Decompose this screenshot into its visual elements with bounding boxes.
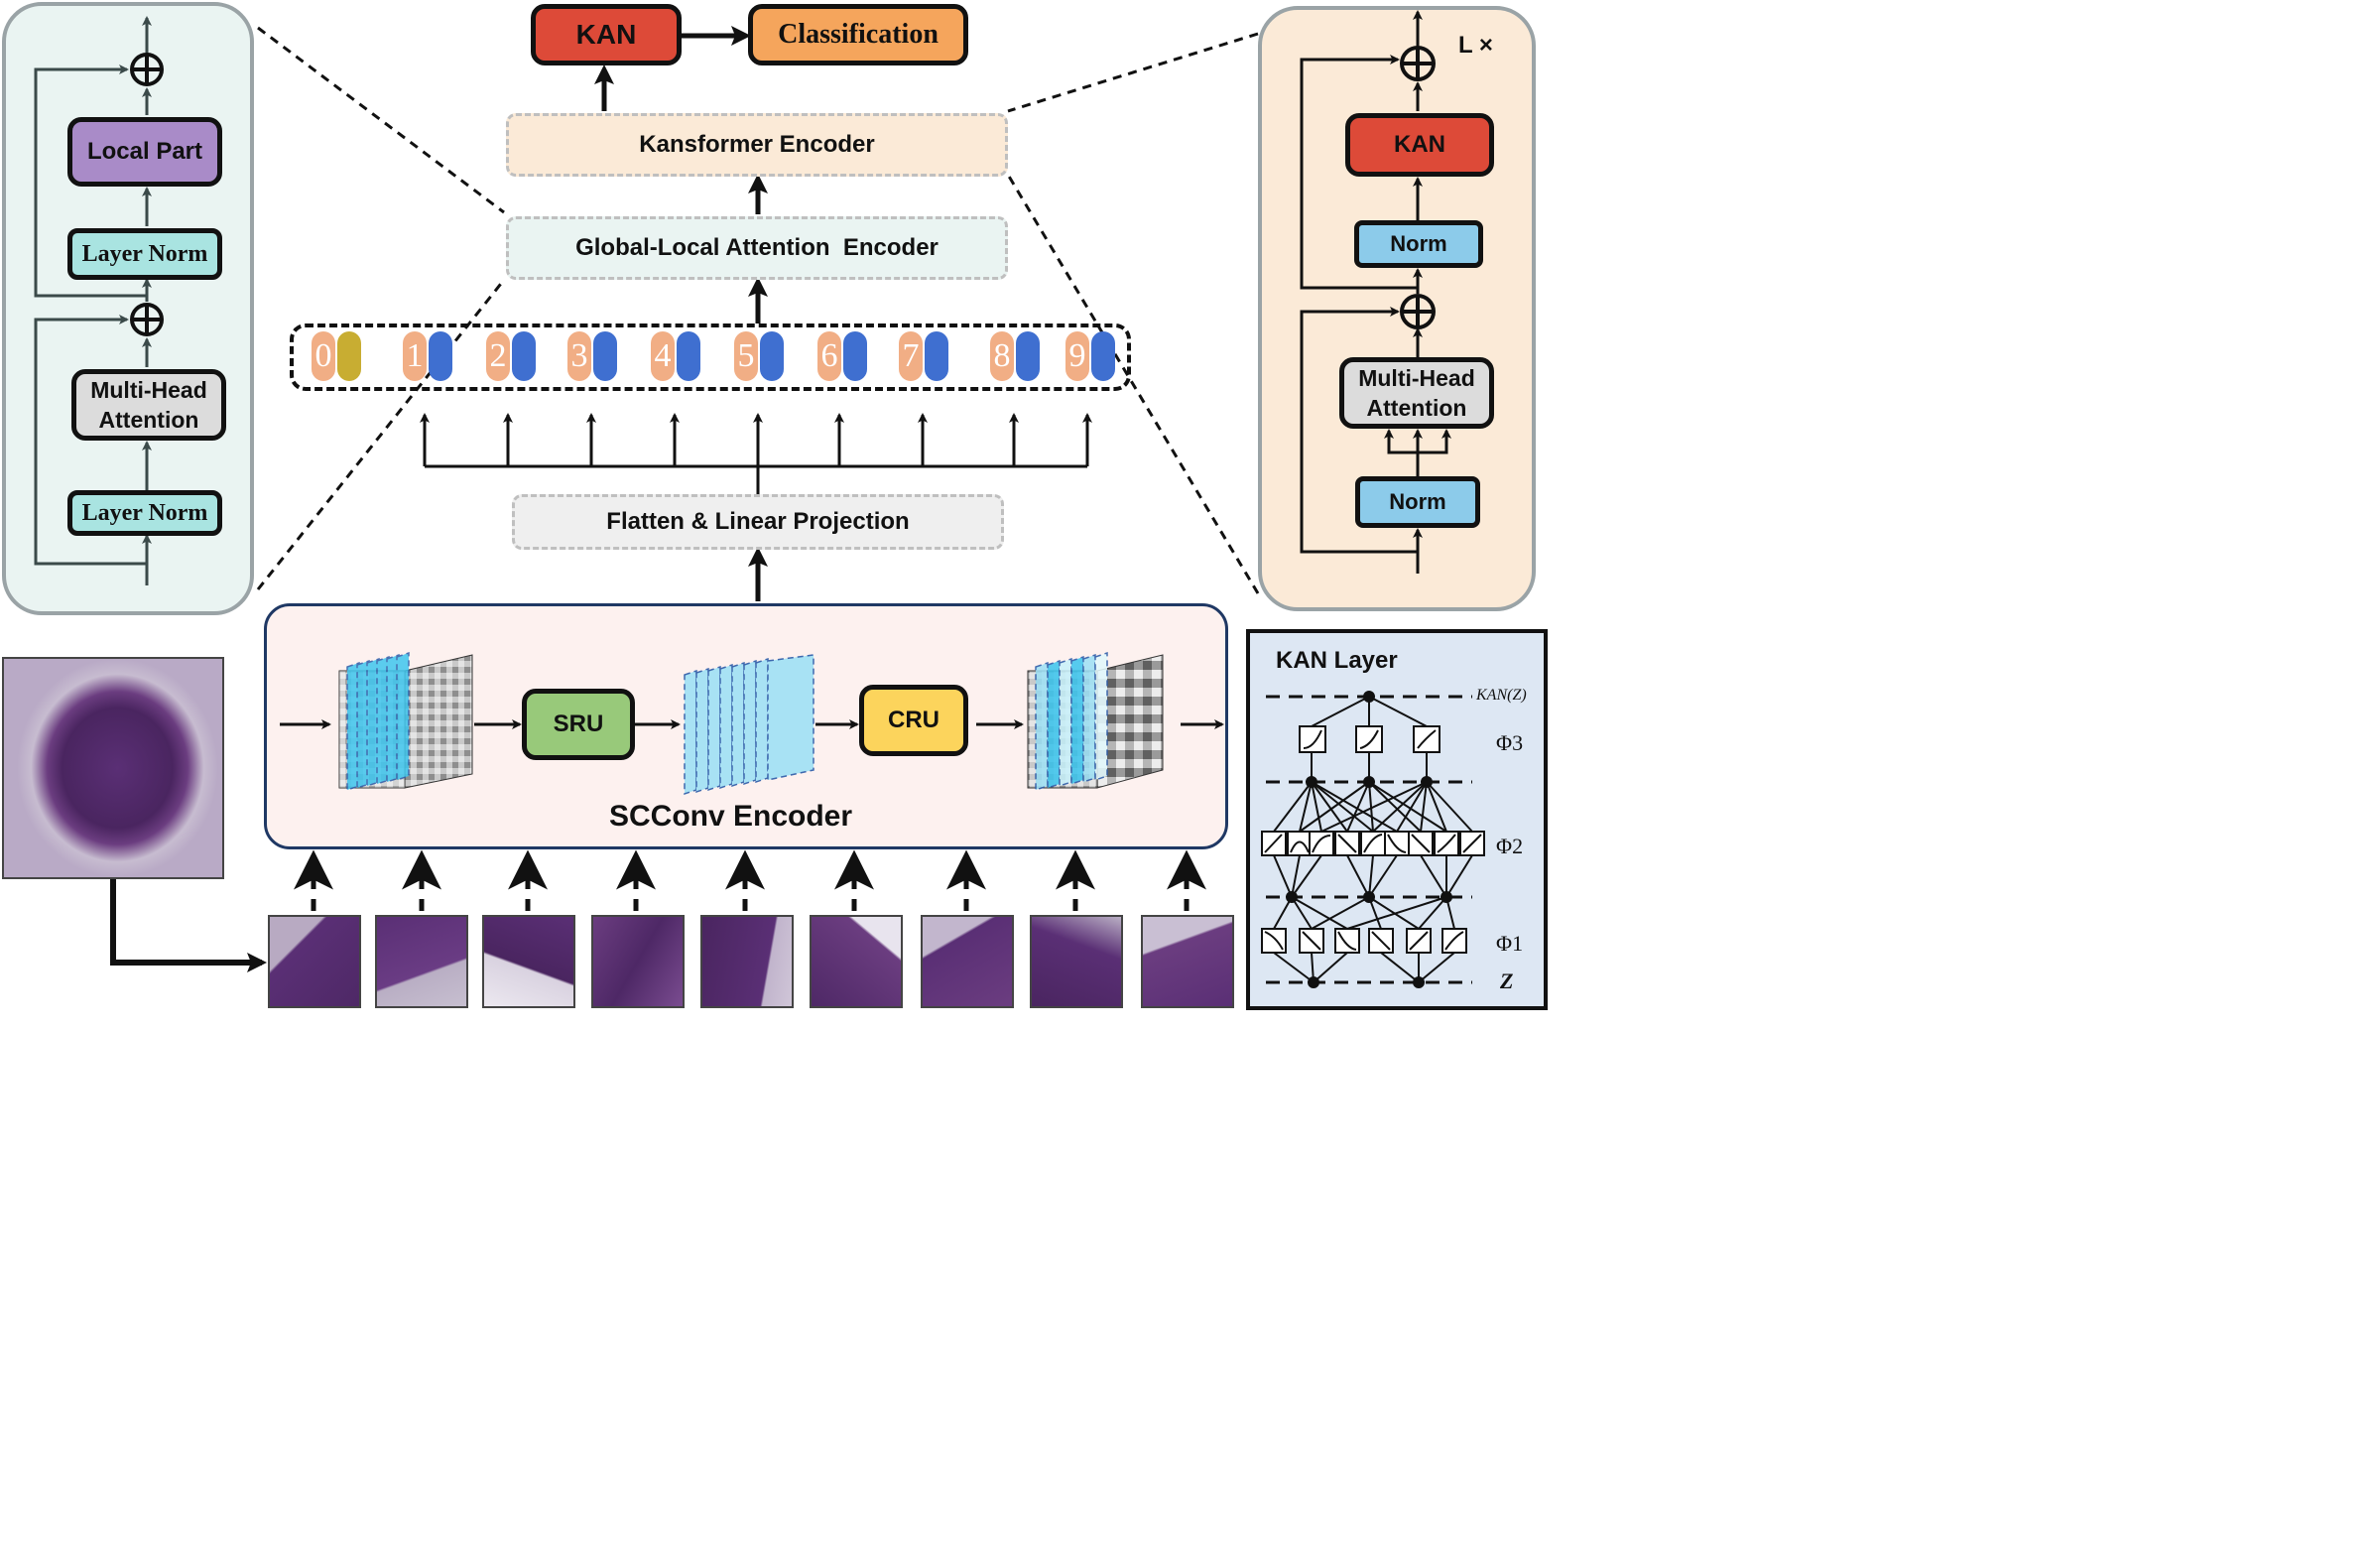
token-position-1: 1 [403,331,427,381]
feature-cube-input-slices [346,651,410,792]
left-panel-wiring [34,16,152,585]
token-position-4: 4 [651,331,675,381]
layer-norm-bottom-box: Layer Norm [67,490,222,536]
patch-token-9 [1091,331,1115,381]
flatten-linear-projection-box: Flatten & Linear Projection [512,494,1004,550]
kan-phi2-label: Φ2 [1496,834,1524,858]
token-position-3: 3 [567,331,591,381]
patch-token-7 [925,331,948,381]
image-to-patches-arrow [110,879,267,972]
right-norm-bottom-box: Norm [1355,476,1480,528]
cru-box: CRU [859,685,968,756]
patch-token-4 [677,331,700,381]
classification-box: Classification [748,4,968,65]
kan-activation-boxes [1261,725,1485,954]
patch-token-2 [512,331,536,381]
kan-phi2-links [1273,781,1473,833]
kan-layer-network [1266,691,1473,988]
image-patch-2 [375,915,468,1008]
token-feed-arrows [420,413,1092,494]
scconv-encoder-title: SCConv Encoder [609,800,853,833]
repeat-count-label: L × [1458,32,1493,59]
kan-input-label: Z [1500,968,1514,993]
patch-token-1 [429,331,452,381]
main-flow-arrows [594,26,768,601]
feature-cube-output-slices [1035,651,1108,792]
left-panel-adders [130,53,164,336]
layer-norm-top-box: Layer Norm [67,228,222,280]
kan-output-box: KAN [531,4,682,65]
kan-phi2-to-mid [1273,854,1473,898]
zoom-guides [256,26,1260,594]
image-patch-7 [921,915,1014,1008]
image-patch-4 [591,915,685,1008]
image-patch-5 [700,915,794,1008]
kan-layer-title: KAN Layer [1276,647,1398,674]
phi3-activations [1299,725,1441,753]
token-position-5: 5 [734,331,758,381]
sru-box: SRU [522,689,635,760]
phi2-activations [1261,831,1485,856]
input-cell-image [2,657,224,879]
global-local-attention-encoder-box: Global-Local Attention Encoder [506,216,1008,280]
right-multi-head-attention-box: Multi-Head Attention [1339,357,1494,429]
class-token [337,331,361,381]
right-kan-box: KAN [1345,113,1494,177]
kan-phi1-label: Φ1 [1496,931,1524,956]
patch-input-arrows [294,849,1206,911]
token-position-9: 9 [1065,331,1089,381]
feature-cube-middle [684,654,814,796]
patch-token-8 [1016,331,1040,381]
token-position-8: 8 [990,331,1014,381]
left-multi-head-attention-box: Multi-Head Attention [71,369,226,441]
token-position-0: 0 [312,331,335,381]
token-sequence-box [290,323,1131,391]
kansformer-encoder-box: Kansformer Encoder [506,113,1008,177]
right-panel-adders [1400,46,1436,329]
image-patch-1 [268,915,361,1008]
image-patch-3 [482,915,575,1008]
image-patch-8 [1030,915,1123,1008]
kan-phi1-links [1273,896,1455,983]
right-panel-wiring [1300,10,1451,574]
patch-token-6 [843,331,867,381]
image-patch-6 [810,915,903,1008]
phi1-activations [1261,928,1467,954]
token-position-6: 6 [817,331,841,381]
kan-phi3-label: Φ3 [1496,730,1524,755]
kan-nodes [1286,691,1452,988]
kan-layer-panel [1246,629,1548,1010]
image-patch-9 [1141,915,1234,1008]
local-part-box: Local Part [67,117,222,187]
kan-layer-output-label: KAN(Z) [1476,687,1527,704]
token-position-7: 7 [899,331,923,381]
patch-token-5 [760,331,784,381]
right-norm-top-box: Norm [1354,220,1483,268]
patch-token-3 [593,331,617,381]
token-position-2: 2 [486,331,510,381]
